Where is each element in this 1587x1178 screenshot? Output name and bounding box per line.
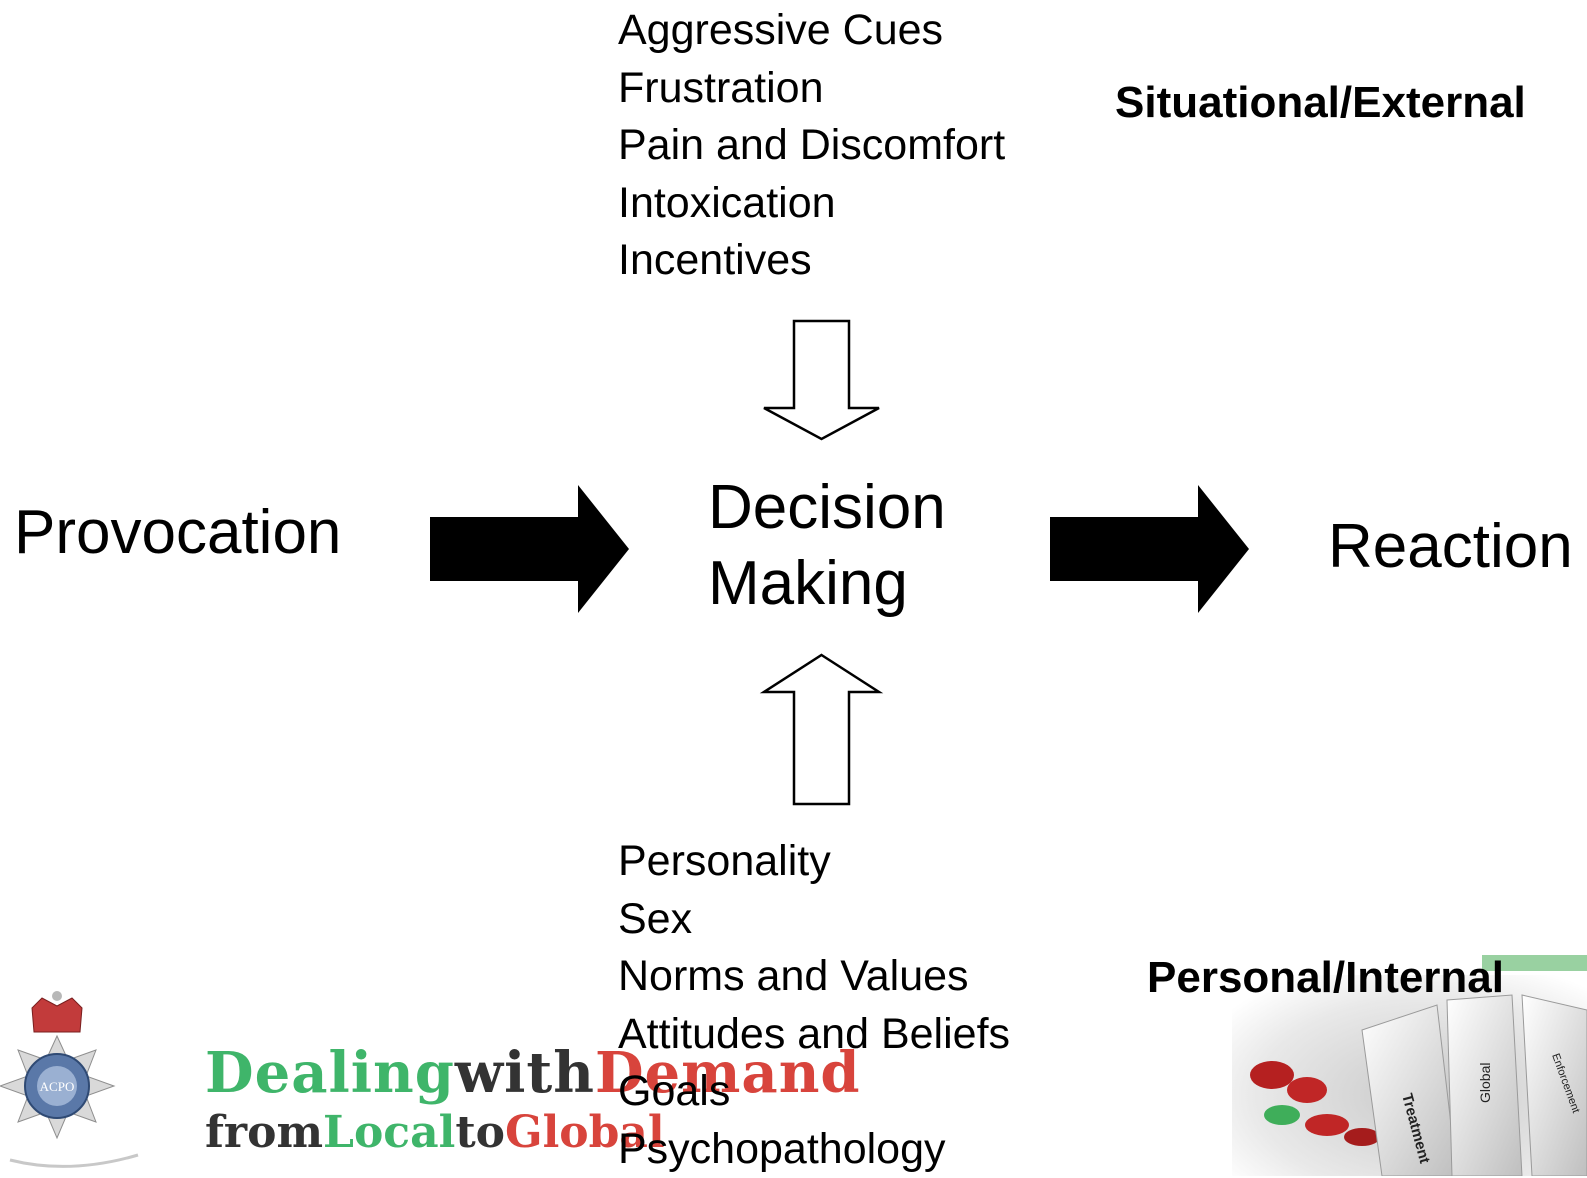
logo-word-from: from (205, 1107, 323, 1158)
factor-incentives: Incentives (618, 232, 1005, 290)
making-line: Making (708, 546, 946, 622)
up-arrow-icon (755, 652, 885, 807)
logo-word-local: Local (323, 1107, 455, 1158)
logo-word-to: to (455, 1107, 505, 1158)
factor-sex: Sex (618, 891, 1010, 949)
factor-goals: Goals (618, 1063, 1010, 1121)
right-arrow-icon (1050, 485, 1250, 613)
reaction-node: Reaction (1328, 511, 1573, 582)
logo-from-local-to-global: fromLocaltoGlobal (205, 1107, 665, 1158)
factor-psychopathology: Psychopathology (618, 1121, 1010, 1178)
right-arrow-icon (430, 485, 630, 613)
factor-intoxication: Intoxication (618, 175, 1005, 233)
factor-pain-discomfort: Pain and Discomfort (618, 117, 1005, 175)
corner-card-text-global: Global (1477, 1063, 1493, 1103)
factor-frustration: Frustration (618, 60, 1005, 118)
factor-norms-values: Norms and Values (618, 948, 1010, 1006)
factor-personality: Personality (618, 833, 1010, 891)
logo-word-with: with (455, 1040, 595, 1106)
factor-attitudes-beliefs: Attitudes and Beliefs (618, 1006, 1010, 1064)
down-arrow-icon (755, 318, 885, 443)
logo-word-dealing: Dealing (205, 1040, 455, 1106)
personal-internal-heading: Personal/Internal (1147, 953, 1504, 1003)
acpo-badge-logo: ACPO (0, 990, 145, 1176)
personal-factors-list: Personality Sex Norms and Values Attitud… (618, 833, 1010, 1178)
decision-line: Decision (708, 470, 946, 546)
situational-factors-list: Aggressive Cues Frustration Pain and Dis… (618, 2, 1005, 290)
acpo-badge-text: ACPO (40, 1079, 75, 1094)
factor-aggressive-cues: Aggressive Cues (618, 2, 1005, 60)
provocation-node: Provocation (14, 497, 341, 568)
decision-making-node: Decision Making (708, 470, 946, 622)
situational-external-heading: Situational/External (1115, 78, 1526, 128)
